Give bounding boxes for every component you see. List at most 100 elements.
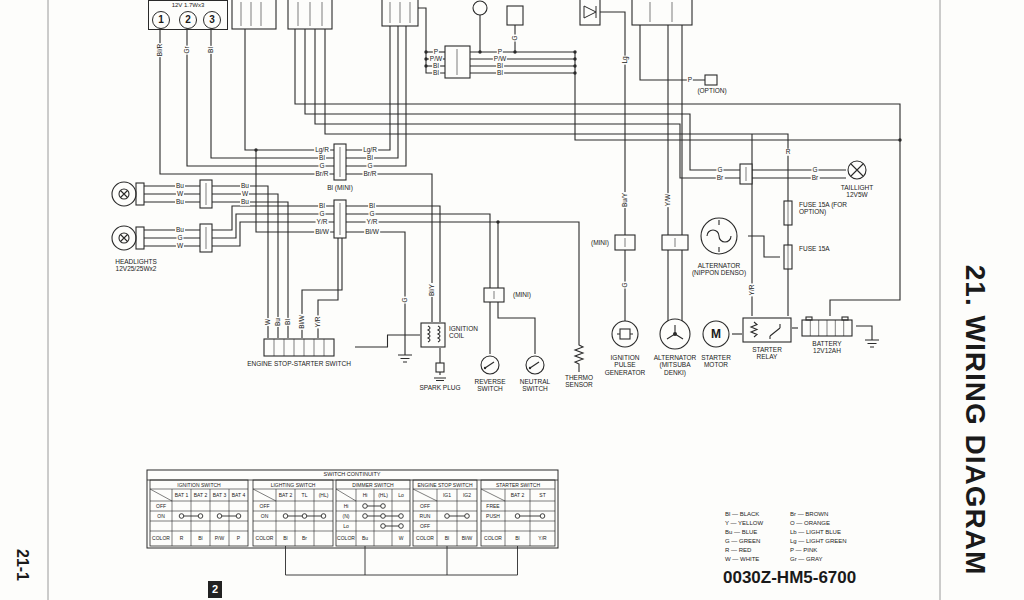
- line-art: [787, 198, 788, 228]
- table-cell: IG2: [463, 493, 471, 498]
- table-cell: Y/R: [538, 536, 546, 541]
- continuity-terminal: [445, 514, 450, 519]
- line-art: [112, 226, 136, 250]
- table-grid: [336, 489, 410, 546]
- wire-color-label: Bu: [175, 199, 185, 206]
- alternator-symbol: ALTERNATOR (MITSUBA DENKI): [650, 316, 700, 376]
- table-cell: Hi: [344, 504, 349, 509]
- wire-color-label: Bl: [208, 46, 215, 54]
- table-cell: BAT 2: [279, 493, 292, 498]
- continuity-line: [182, 516, 201, 517]
- fuse-symbol: [780, 198, 796, 228]
- table-cell: Bl: [445, 536, 449, 541]
- table-cell: PUSH: [486, 514, 500, 519]
- component-label: 3: [209, 15, 215, 25]
- wire-color-label: Bl: [432, 63, 440, 70]
- wire-color-label: Bu: [175, 183, 185, 190]
- table-cell: ON: [261, 514, 269, 519]
- wire-color-label: P/W: [429, 56, 443, 63]
- wire-color-label: G: [318, 163, 325, 170]
- sub-table: [481, 480, 555, 546]
- line-art: [136, 227, 144, 249]
- table-cell: W: [399, 536, 404, 541]
- alternator-symbol: [650, 316, 700, 352]
- wire-color-label: Br/R: [315, 171, 330, 178]
- wire-color-label: Y/R: [316, 219, 329, 226]
- wire-connection: [787, 228, 788, 242]
- line-art: [484, 367, 486, 369]
- line-art: [144, 186, 164, 202]
- component-label: 2: [208, 581, 222, 598]
- wire-connection: [787, 272, 788, 316]
- continuity-terminal: [515, 514, 520, 519]
- table-cell: FREE: [486, 504, 499, 509]
- table-cell: ENGINE STOP SWITCH: [417, 482, 472, 487]
- wire: [497, 222, 498, 288]
- wire: [489, 302, 490, 354]
- wire-color-label: Br/R: [363, 171, 378, 178]
- table-cell: Bu: [362, 536, 368, 541]
- junction-dot: [424, 64, 427, 67]
- table-cell: IG1: [443, 493, 451, 498]
- table-grid: [253, 489, 333, 546]
- wire-color-label: Bu: [240, 183, 250, 190]
- table-frame: [147, 470, 558, 548]
- taillight-symbol: TAILLIGHT 12V5W: [834, 158, 880, 199]
- table-cell: Lo: [398, 493, 404, 498]
- continuity-line: [220, 516, 239, 517]
- starter-relay: STARTER RELAY: [742, 316, 792, 361]
- line-art: [673, 332, 677, 336]
- table-grid: [413, 489, 477, 546]
- junction-dot: [573, 50, 576, 53]
- wire-connection: [732, 333, 742, 334]
- wire-color-label: Bl/Y: [429, 283, 436, 297]
- diode-symbol: [584, 6, 596, 18]
- wire: [212, 206, 334, 230]
- wire: [212, 214, 334, 238]
- wire: [470, 51, 575, 52]
- wire-color-label: G: [366, 163, 373, 170]
- wire: [160, 28, 334, 174]
- wire: [681, 250, 682, 321]
- wire-color-label: Y/R: [315, 316, 322, 329]
- wire-color-label: Y/R: [366, 219, 379, 226]
- component-label: STARTER MOTOR: [700, 354, 732, 369]
- wire-color-label: W: [176, 243, 184, 250]
- wire-color-label: Bl: [432, 70, 440, 77]
- wire-color-label: Lg/R: [362, 147, 378, 154]
- table-cell: Hi: [363, 493, 368, 498]
- connector-block: [507, 6, 523, 25]
- wire-color-label: G: [176, 235, 183, 242]
- legend-entry: Lb — LIGHT BLUE: [790, 529, 841, 535]
- component-label: M: [700, 328, 732, 340]
- line-art: [436, 363, 444, 372]
- line-art: [802, 320, 852, 336]
- switch-connector: ENGINE STOP-STARTER SWITCH: [243, 338, 355, 367]
- connector-block: [445, 46, 470, 78]
- connector-block: [232, 0, 276, 29]
- wire: [470, 72, 575, 73]
- table-grid: [481, 489, 555, 546]
- wire: [346, 26, 398, 158]
- continuity-terminal: [217, 514, 222, 519]
- wire: [470, 58, 575, 59]
- component-label: 2: [185, 15, 191, 25]
- component-label: SPARK PLUG: [415, 384, 465, 391]
- continuity-terminal: [399, 514, 404, 519]
- connector-block: [705, 75, 717, 85]
- line-art: [121, 235, 128, 242]
- wire-color-label: Y/R: [749, 284, 756, 297]
- line-art: [751, 322, 780, 339]
- wire-color-label: (MINI): [591, 240, 609, 247]
- part-number: 0030Z-HM5-6700: [723, 569, 856, 586]
- line-art: [481, 356, 499, 374]
- line-art: [119, 233, 129, 243]
- wire: [479, 15, 480, 52]
- wire: [295, 29, 900, 316]
- label-column: IGNITION COIL: [449, 322, 489, 340]
- wire-color-label: G: [811, 167, 818, 174]
- wire-color-label: (OPTION): [697, 88, 726, 95]
- table-cell: BAT 4: [232, 493, 245, 498]
- line-art: [620, 329, 630, 339]
